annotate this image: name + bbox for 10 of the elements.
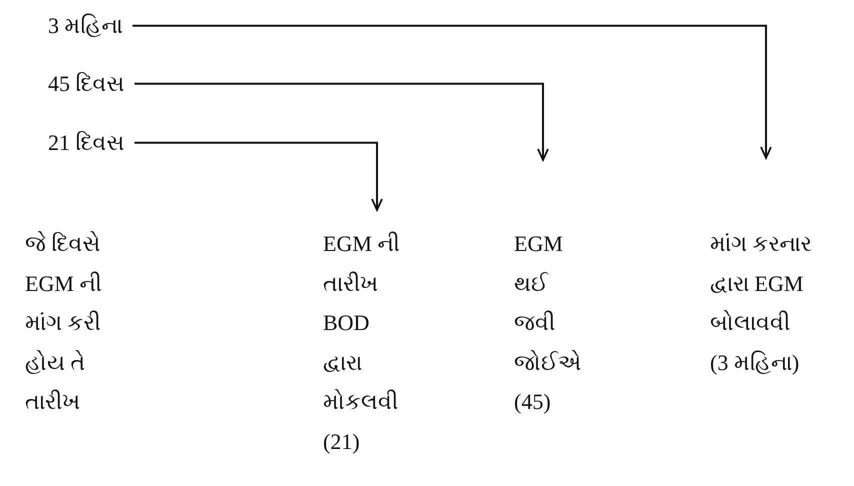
step-text: EGM થઈ જવી જોઈએ (45) bbox=[514, 160, 581, 422]
step-text: EGM ની તારીખ BOD દ્વારા મોકલવી (21) bbox=[323, 210, 400, 461]
step-text: જે દિવસે EGM ની માંગ કરી હોય તે તારીખ bbox=[25, 230, 102, 416]
duration-label: 21 દિવસ bbox=[48, 123, 124, 162]
arrow bbox=[134, 142, 383, 211]
duration-label: 45 દિવસ bbox=[48, 64, 124, 104]
arrow bbox=[134, 82, 549, 161]
step-text: માંગ કરનાર દ્વારા EGM બોલાવવી (3 મહિના) bbox=[710, 158, 812, 382]
arrow bbox=[132, 24, 772, 159]
duration-label: 3 મહિના bbox=[48, 6, 122, 46]
